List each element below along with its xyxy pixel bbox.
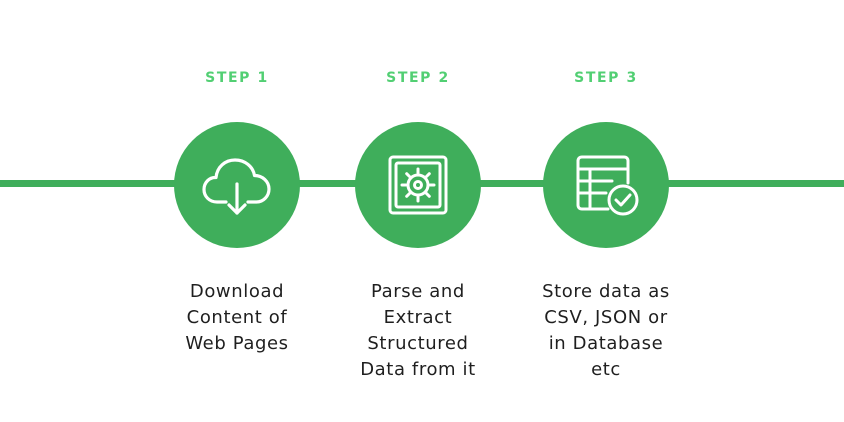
step-1-desc-line: Content of (186, 307, 288, 328)
step-3: STEP 3 Store data as CSV, JSON or in Dat… (516, 0, 696, 422)
step-3-desc-line: Store data as (542, 281, 670, 302)
step-1-desc-line: Download (189, 281, 285, 302)
cloud-download-icon (202, 158, 271, 215)
database-check-icon (576, 155, 639, 216)
step-2-desc-line: Structured (367, 333, 469, 354)
step-3-desc-line: etc (591, 359, 621, 380)
step-2-desc-line: Data from it (360, 359, 476, 380)
step-1-label: STEP 1 (205, 70, 269, 86)
step-3-label: STEP 3 (574, 70, 638, 86)
step-1-desc-line: Web Pages (185, 333, 289, 354)
gear-box-icon (388, 155, 448, 215)
step-2-circle (355, 122, 481, 248)
step-1-description: Download Content of Web Pages (147, 279, 327, 357)
step-3-circle (543, 122, 669, 248)
step-2-desc-line: Parse and (371, 281, 465, 302)
step-3-description: Store data as CSV, JSON or in Database e… (516, 279, 696, 383)
step-1: STEP 1 Download Content of Web Pages (147, 0, 327, 422)
step-2-desc-line: Extract (383, 307, 453, 328)
step-3-desc-line: in Database (548, 333, 664, 354)
step-2-description: Parse and Extract Structured Data from i… (328, 279, 508, 383)
step-3-desc-line: CSV, JSON or (544, 307, 668, 328)
step-2-label: STEP 2 (386, 70, 450, 86)
step-1-circle (174, 122, 300, 248)
step-2: STEP 2 Parse and Extract Structured Dat (328, 0, 508, 422)
